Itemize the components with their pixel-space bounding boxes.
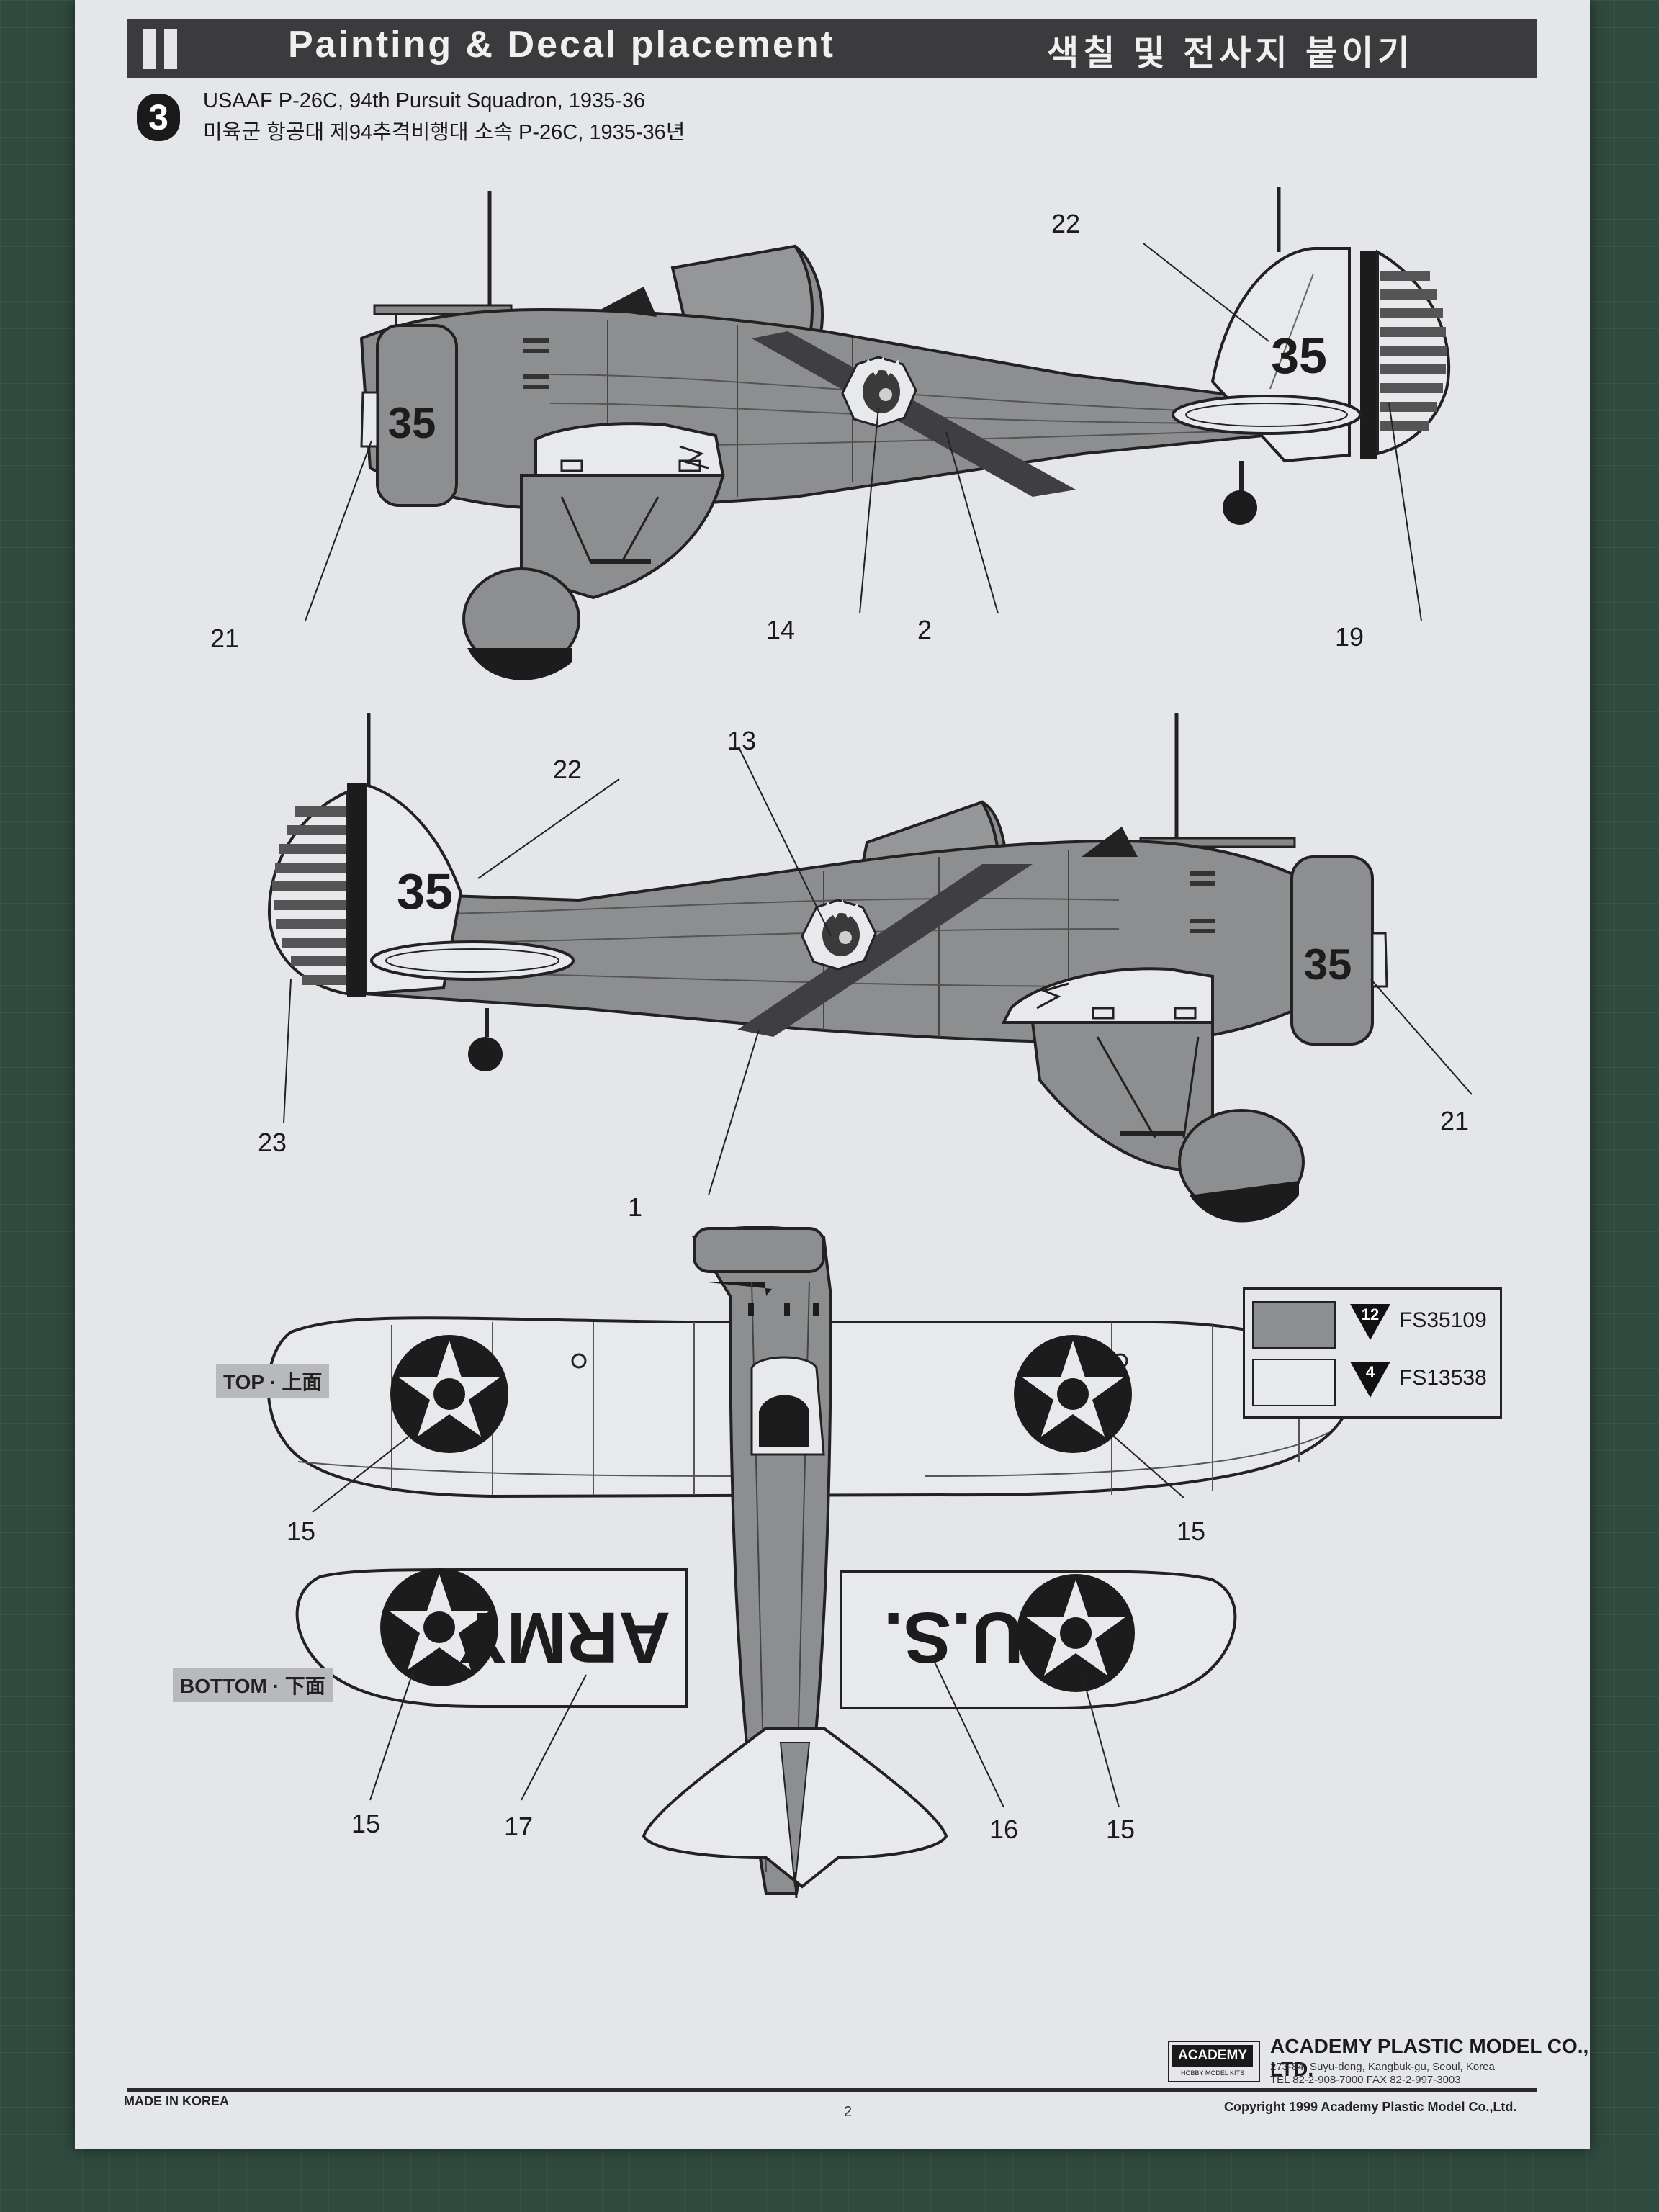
callout-22: 22 bbox=[1051, 209, 1081, 238]
callout-19: 19 bbox=[1335, 622, 1364, 652]
bottom-wing-us-text: U.S. bbox=[884, 1597, 1023, 1678]
tail-number: 35 bbox=[1271, 328, 1327, 384]
section-title-korean: 색칠 및 전사지 붙이기 bbox=[1047, 35, 1414, 73]
page-number: 2 bbox=[844, 2104, 853, 2120]
color-swatch-fs13538 bbox=[1252, 1359, 1336, 1406]
color-swatch-fs35109 bbox=[1252, 1301, 1336, 1349]
callout-21: 21 bbox=[1440, 1106, 1470, 1136]
instruction-sheet: Painting & Decal placement 색칠 및 전사지 붙이기 … bbox=[75, 0, 1590, 2149]
top-view-planform bbox=[266, 1226, 1352, 1899]
section-mark-bar bbox=[143, 29, 156, 69]
copyright-notice: Copyright 1999 Academy Plastic Model Co.… bbox=[1224, 2100, 1517, 2114]
made-in-label: MADE IN KOREA bbox=[124, 2094, 230, 2108]
bottom-wing-army-text: ARMY bbox=[459, 1597, 670, 1678]
callout-21: 21 bbox=[210, 624, 240, 653]
top-view-label: TOP · 上面 bbox=[216, 1364, 330, 1398]
scheme-description-en: USAAF P-26C, 94th Pursuit Squadron, 1935… bbox=[203, 89, 646, 112]
company-address: 273-84, Suyu-dong, Kangbuk-gu, Seoul, Ko… bbox=[1270, 2061, 1495, 2073]
callout-15: 15 bbox=[351, 1809, 381, 1838]
callout-15: 15 bbox=[1177, 1516, 1206, 1546]
paint-color-legend: 12 FS35109 4 FS13538 bbox=[1243, 1287, 1502, 1419]
scheme-description-ko: 미육군 항공대 제94추격비행대 소속 P-26C, 1935-36년 bbox=[203, 121, 685, 144]
callout-15: 15 bbox=[287, 1516, 316, 1546]
paint-number-triangle bbox=[1350, 1362, 1390, 1398]
footer-divider bbox=[127, 2088, 1537, 2092]
cowl-number: 35 bbox=[1304, 940, 1352, 989]
callout-15: 15 bbox=[1106, 1815, 1136, 1844]
bottom-view-label: BOTTOM · 下面 bbox=[173, 1668, 333, 1702]
logo-wordmark: ACADEMY bbox=[1172, 2045, 1253, 2067]
logo-subtext: HOBBY MODEL KITS bbox=[1180, 2069, 1245, 2077]
bottom-view-planform: ARMY U.S. bbox=[295, 1568, 1237, 1808]
company-name: ACADEMY PLASTIC MODEL CO., LTD. bbox=[1270, 2035, 1589, 2080]
scheme-number-badge: 3 bbox=[137, 94, 180, 141]
academy-logo: ACADEMY HOBBY MODEL KITS bbox=[1168, 2041, 1260, 2082]
callout-14: 14 bbox=[766, 615, 796, 644]
paint-number: 12 bbox=[1361, 1305, 1380, 1323]
aircraft-drawings: 35 bbox=[266, 187, 1473, 1899]
fs-color-code: FS35109 bbox=[1399, 1308, 1487, 1332]
callout-16: 16 bbox=[989, 1815, 1019, 1844]
company-phone-fax: TEL 82-2-908-7000 FAX 82-2-997-3003 bbox=[1270, 2074, 1461, 2086]
cowl-number: 35 bbox=[388, 399, 436, 447]
right-side-profile: 35 35 bbox=[267, 713, 1473, 1223]
paint-number-triangle bbox=[1350, 1304, 1390, 1340]
section-mark-bar bbox=[164, 29, 177, 69]
fs-color-code: FS13538 bbox=[1399, 1366, 1487, 1390]
callout-17: 17 bbox=[504, 1812, 534, 1841]
callout-2: 2 bbox=[917, 615, 932, 644]
section-header bbox=[127, 19, 1537, 78]
callout-1: 1 bbox=[628, 1192, 643, 1222]
paint-number: 4 bbox=[1365, 1363, 1375, 1381]
callout-23: 23 bbox=[258, 1128, 287, 1157]
tail-number: 35 bbox=[397, 863, 453, 920]
section-title: Painting & Decal placement bbox=[288, 24, 835, 66]
callout-13: 13 bbox=[727, 726, 757, 755]
left-side-profile: 35 bbox=[305, 187, 1451, 680]
callout-22: 22 bbox=[553, 755, 583, 784]
